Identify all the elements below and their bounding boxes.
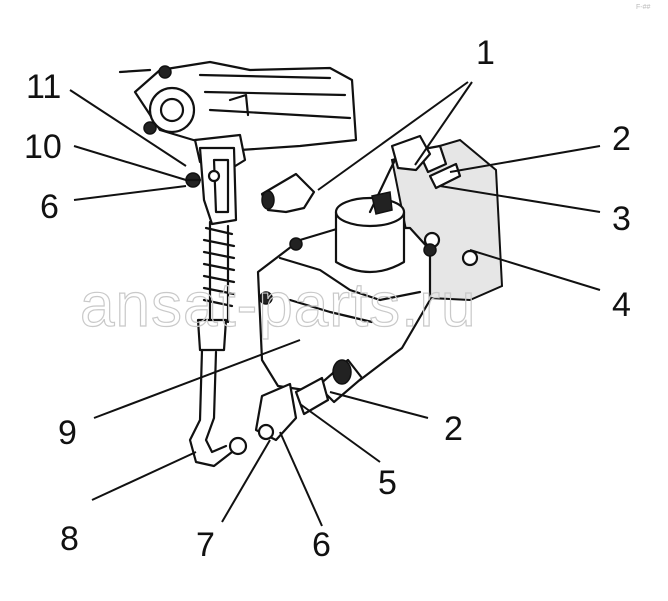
corner-mark: F-## xyxy=(636,4,651,11)
callout-5: 5 xyxy=(378,464,397,502)
callout-9: 9 xyxy=(58,414,77,452)
callout-6-lower: 6 xyxy=(312,526,331,564)
callout-1: 1 xyxy=(476,34,495,72)
callout-8: 8 xyxy=(60,520,79,558)
callout-3: 3 xyxy=(612,200,631,238)
callouts: 1 2 3 4 2 5 6 7 8 9 6 10 11 xyxy=(24,34,631,564)
hydraulic-hose xyxy=(188,318,248,468)
callout-4: 4 xyxy=(612,286,631,324)
callout-2-upper: 2 xyxy=(612,120,631,158)
leader-lines xyxy=(69,81,601,527)
callout-11: 11 xyxy=(26,68,61,106)
callout-10: 10 xyxy=(24,128,62,166)
return-spring xyxy=(202,220,236,324)
frame-bracket xyxy=(118,60,358,170)
slave-cylinder xyxy=(254,134,462,442)
watermark-text: ansat-parts.ru xyxy=(80,271,477,340)
callout-7: 7 xyxy=(196,526,215,564)
clutch-lever xyxy=(184,146,238,226)
callout-2-lower: 2 xyxy=(444,410,463,448)
callout-6-upper: 6 xyxy=(40,188,59,226)
